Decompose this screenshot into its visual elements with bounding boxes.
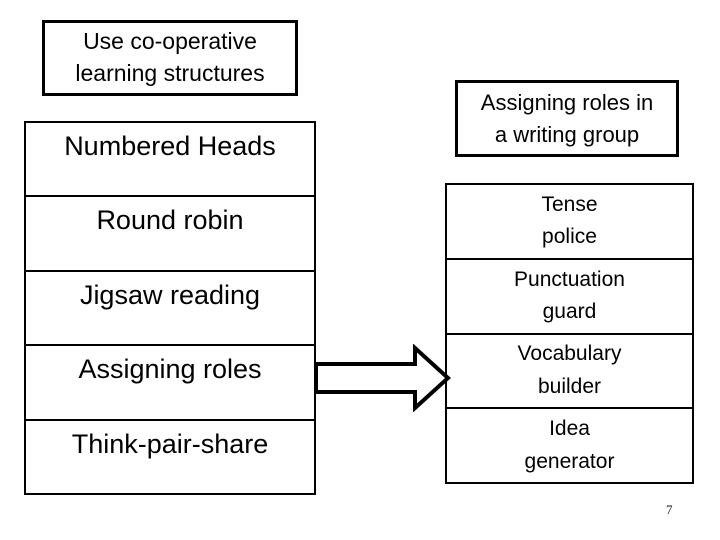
left-list-item-label: Think-pair-share — [71, 428, 269, 459]
right-list-item: Vocabulary builder — [447, 335, 692, 410]
left-list-item: Assigning roles — [26, 346, 314, 421]
right-block-arrow-icon — [314, 344, 451, 412]
left-list-item-label: Numbered Heads — [64, 131, 276, 161]
left-list-item: Think-pair-share — [26, 421, 314, 493]
writing-group-heading-text: Assigning roles in a writing group — [480, 89, 654, 147]
left-list-item: Numbered Heads — [26, 123, 314, 198]
left-list-item-label: Jigsaw reading — [79, 279, 261, 310]
slide-number: 7 — [666, 502, 673, 517]
writing-roles-table: Tense police Punctuation guard Vocabular… — [445, 183, 694, 484]
right-list-item: Punctuation guard — [447, 260, 692, 335]
title-text: Use co-operative learning structures — [75, 28, 265, 86]
title-box: Use co-operative learning structures — [42, 20, 298, 96]
right-list-item-label: Idea generator — [524, 417, 615, 473]
left-list-item-label: Round robin — [96, 205, 244, 236]
right-list-item-label: Vocabulary builder — [517, 342, 622, 398]
right-list-item-label: Punctuation guard — [514, 267, 625, 324]
left-list-item: Round robin — [26, 197, 314, 272]
right-list-item: Idea generator — [447, 409, 692, 482]
left-list-item-label: Assigning roles — [78, 354, 262, 385]
right-list-item: Tense police — [447, 185, 692, 260]
right-list-item-label: Tense police — [541, 192, 598, 249]
left-list-item: Jigsaw reading — [26, 272, 314, 347]
cooperative-structures-table: Numbered Heads Round robin Jigsaw readin… — [24, 121, 316, 495]
writing-group-heading-box: Assigning roles in a writing group — [455, 80, 679, 157]
